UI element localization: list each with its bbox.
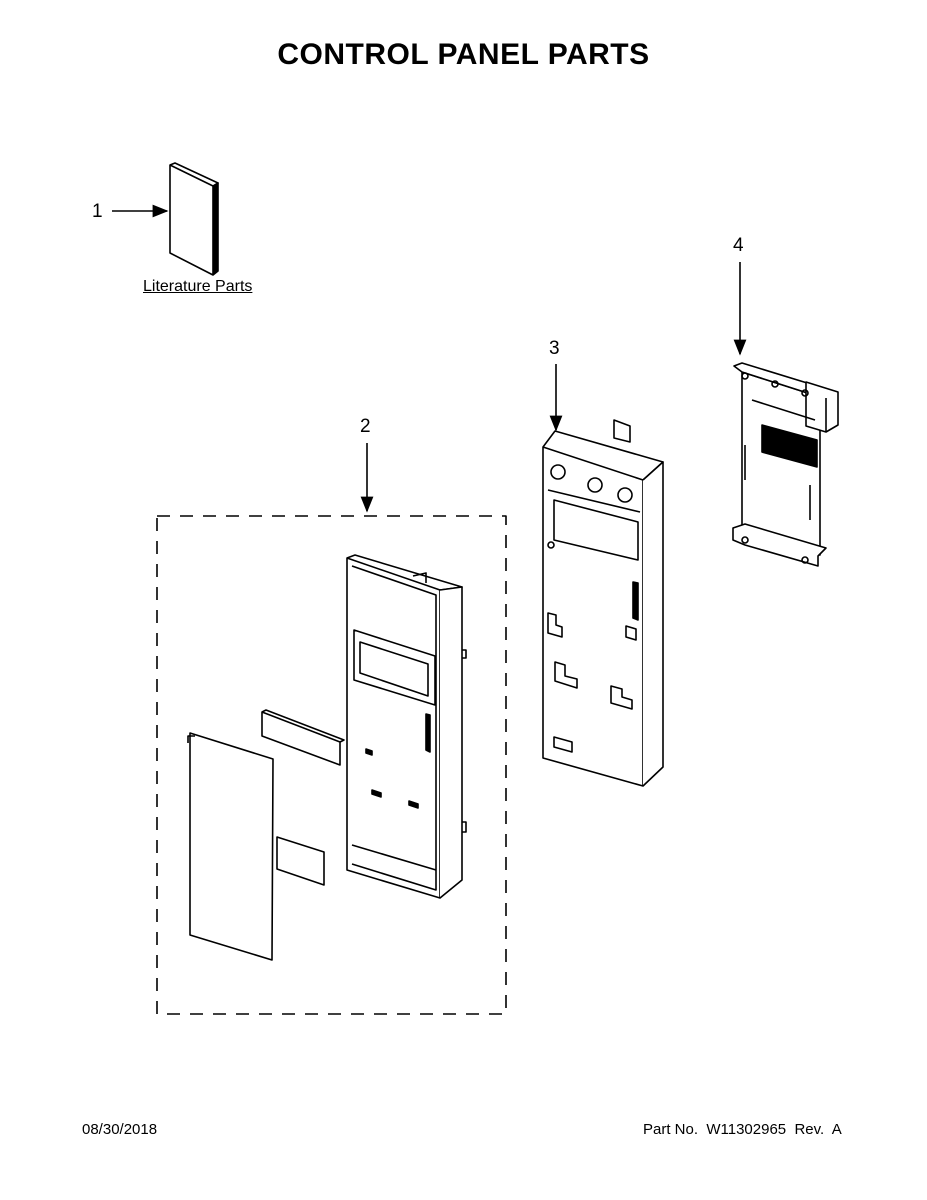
callout-label-4: 4 [733,235,744,256]
callout-label-2: 2 [360,416,371,437]
part-2-touch-overlay[interactable] [187,732,274,961]
literature-parts-link[interactable]: Literature Parts [143,278,253,295]
part-3-control-panel-frame[interactable] [542,419,664,787]
part-2-control-panel-housing[interactable] [346,554,467,899]
part-2-small-bracket[interactable] [276,836,325,886]
part-2-display-window[interactable] [261,709,345,766]
page-title: CONTROL PANEL PARTS [277,38,650,71]
callout-label-1: 1 [92,201,103,222]
part-2-kit-boundary [156,515,507,1015]
footer-part-number: Part No. W11302965 Rev. A [643,1121,842,1138]
callout-label-3: 3 [549,338,560,359]
part-1-literature-booklet[interactable] [169,162,219,276]
part-4-electronic-control-board[interactable] [732,362,839,567]
footer-date: 08/30/2018 [82,1121,158,1138]
